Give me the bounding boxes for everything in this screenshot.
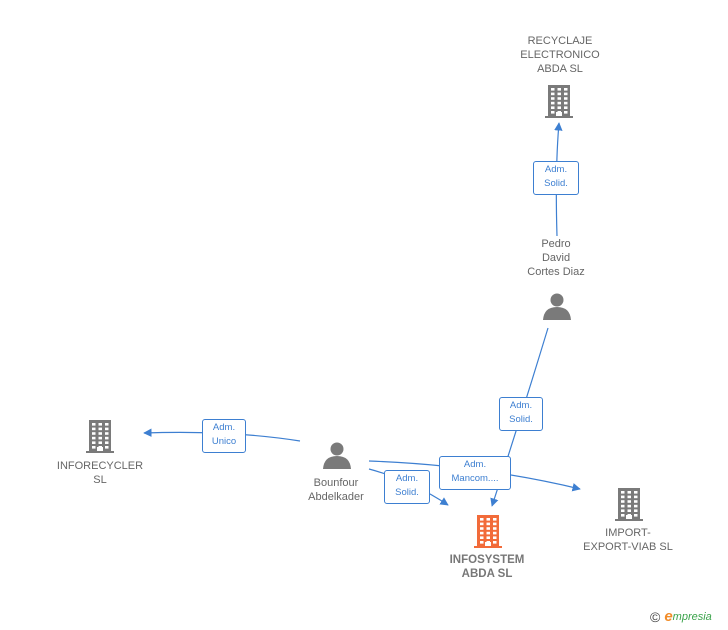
edge-label-e1[interactable]: Adm. Solid. bbox=[533, 161, 579, 195]
node-label-infosystem[interactable]: INFOSYSTEM ABDA SL bbox=[449, 554, 525, 580]
brand-logo-text: mpresia bbox=[672, 610, 712, 623]
node-label-recyclaje[interactable]: RECYCLAJE ELECTRONICO ABDA SL bbox=[520, 35, 600, 75]
footer-brand[interactable]: © e mpresia bbox=[650, 608, 712, 625]
person-icon-bounfour[interactable] bbox=[323, 442, 351, 470]
building-icon-infosystem[interactable] bbox=[474, 515, 502, 548]
node-label-import[interactable]: IMPORT- EXPORT-VIAB SL bbox=[583, 527, 673, 553]
edge-label-e5[interactable]: Adm. Mancom.... bbox=[439, 456, 511, 490]
building-icon-inforecycler[interactable] bbox=[86, 420, 114, 453]
edge-label-e2[interactable]: Adm. Unico bbox=[202, 419, 246, 453]
edge-label-e4[interactable]: Adm. Solid. bbox=[384, 470, 430, 504]
node-label-inforecycler[interactable]: INFORECYCLER SL bbox=[56, 460, 144, 486]
building-icon-recyclaje[interactable] bbox=[545, 85, 573, 118]
person-icon-pedro[interactable] bbox=[543, 293, 571, 321]
node-label-bounfour[interactable]: Bounfour Abdelkader bbox=[308, 477, 364, 503]
edge-label-e3[interactable]: Adm. Solid. bbox=[499, 397, 543, 431]
node-label-pedro[interactable]: Pedro David Cortes Diaz bbox=[527, 238, 585, 278]
copyright-icon: © bbox=[650, 608, 661, 625]
building-icon-import[interactable] bbox=[615, 488, 643, 521]
brand-logo-initial: e bbox=[664, 608, 673, 625]
